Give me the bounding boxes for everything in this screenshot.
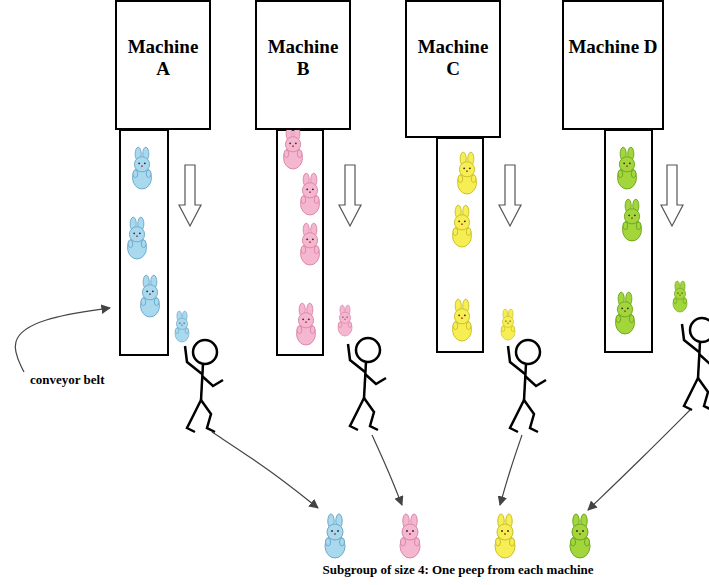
peep bbox=[338, 305, 352, 336]
peep bbox=[495, 514, 515, 558]
peep bbox=[453, 299, 472, 341]
peep bbox=[458, 152, 477, 194]
down-arrow bbox=[661, 165, 683, 226]
pointer-arrow bbox=[212, 432, 318, 508]
pointer-arrow bbox=[500, 435, 522, 505]
conveyor-belt bbox=[437, 138, 483, 352]
pointer-arrow bbox=[588, 410, 690, 510]
stick-figure bbox=[682, 318, 709, 410]
conveyor-belt bbox=[120, 130, 168, 355]
caption: Subgroup of size 4: One peep from each m… bbox=[322, 562, 593, 578]
stick-figure bbox=[348, 338, 386, 430]
peep bbox=[284, 127, 303, 169]
conveyor-belt bbox=[277, 130, 323, 355]
leader-arrow bbox=[15, 308, 110, 372]
peep bbox=[570, 514, 590, 558]
peep bbox=[400, 514, 420, 558]
pointer-arrow bbox=[372, 435, 402, 505]
machine-label: Machine C bbox=[407, 36, 499, 80]
machine-label: Machine B bbox=[257, 36, 349, 80]
peep bbox=[453, 205, 472, 247]
machine-box: Machine A bbox=[115, 0, 211, 130]
machine-box: Machine C bbox=[405, 0, 501, 138]
conveyor-belt bbox=[605, 130, 652, 352]
peep bbox=[618, 147, 637, 189]
machine-box: Machine D bbox=[562, 0, 664, 130]
stick-figure bbox=[508, 340, 546, 432]
callout-label: conveyor belt bbox=[30, 372, 105, 388]
peep bbox=[297, 303, 316, 345]
peep bbox=[325, 514, 345, 558]
peep bbox=[301, 223, 320, 265]
down-arrow bbox=[179, 165, 201, 226]
peep bbox=[141, 275, 160, 317]
peep bbox=[301, 173, 320, 215]
conveyor-belts bbox=[120, 130, 683, 355]
peep bbox=[616, 292, 635, 334]
machine-box: Machine B bbox=[255, 0, 351, 130]
peep bbox=[623, 199, 642, 241]
stick-figure bbox=[185, 340, 223, 432]
peep bbox=[133, 147, 152, 189]
machine-label: Machine A bbox=[117, 36, 209, 80]
peep bbox=[175, 311, 189, 342]
down-arrow bbox=[499, 165, 521, 226]
peep bbox=[673, 281, 687, 312]
machine-label: Machine D bbox=[564, 36, 662, 58]
peep bbox=[128, 217, 147, 259]
down-arrow bbox=[339, 165, 361, 226]
peep bbox=[501, 309, 515, 340]
